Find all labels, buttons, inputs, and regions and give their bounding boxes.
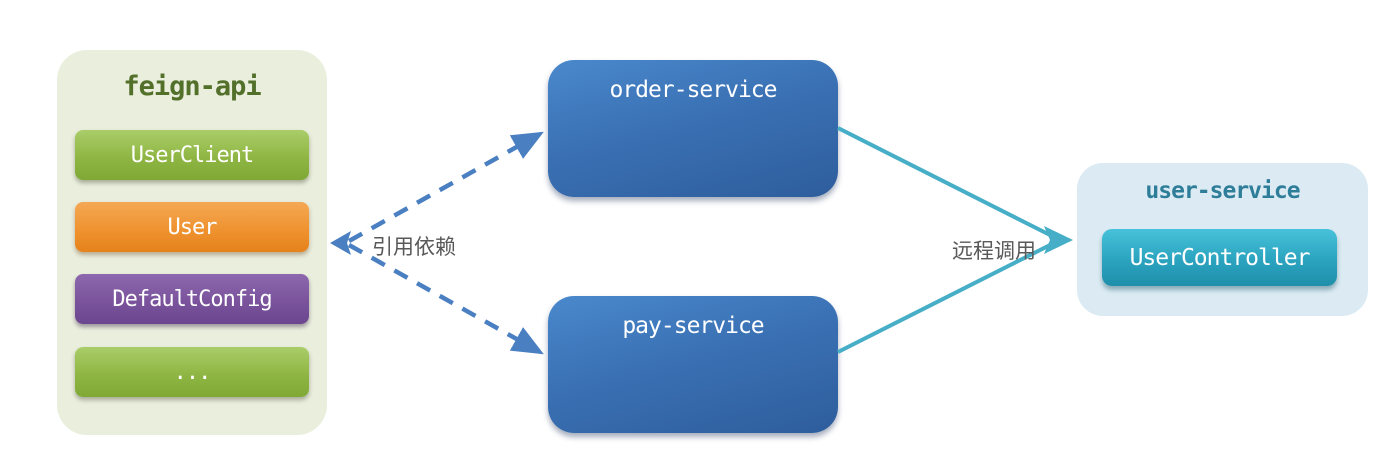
feign-api-title: feign-api: [123, 71, 261, 102]
user-service-group: user-service UserController: [1077, 163, 1368, 316]
feign-api-group: feign-api UserClient User DefaultConfig …: [57, 50, 327, 435]
feign-item-ellipsis: ...: [75, 347, 309, 397]
feign-item-user: User: [75, 202, 309, 252]
remote-call-arrow-order: [837, 126, 1055, 239]
pay-service-box: pay-service: [548, 296, 838, 433]
feign-item-userclient: UserClient: [75, 130, 309, 180]
remote-call-arrowhead: [1044, 226, 1073, 254]
dependency-arrowhead-left: [330, 231, 351, 255]
user-service-title: user-service: [1145, 178, 1300, 204]
feign-item-defaultconfig: DefaultConfig: [75, 274, 309, 324]
user-controller-box: UserController: [1102, 229, 1337, 286]
dependency-arrow-order: [347, 131, 544, 243]
dependency-label: 引用依赖: [372, 235, 456, 259]
order-service-box: order-service: [548, 60, 838, 197]
remote-call-label: 远程调用: [952, 239, 1036, 263]
